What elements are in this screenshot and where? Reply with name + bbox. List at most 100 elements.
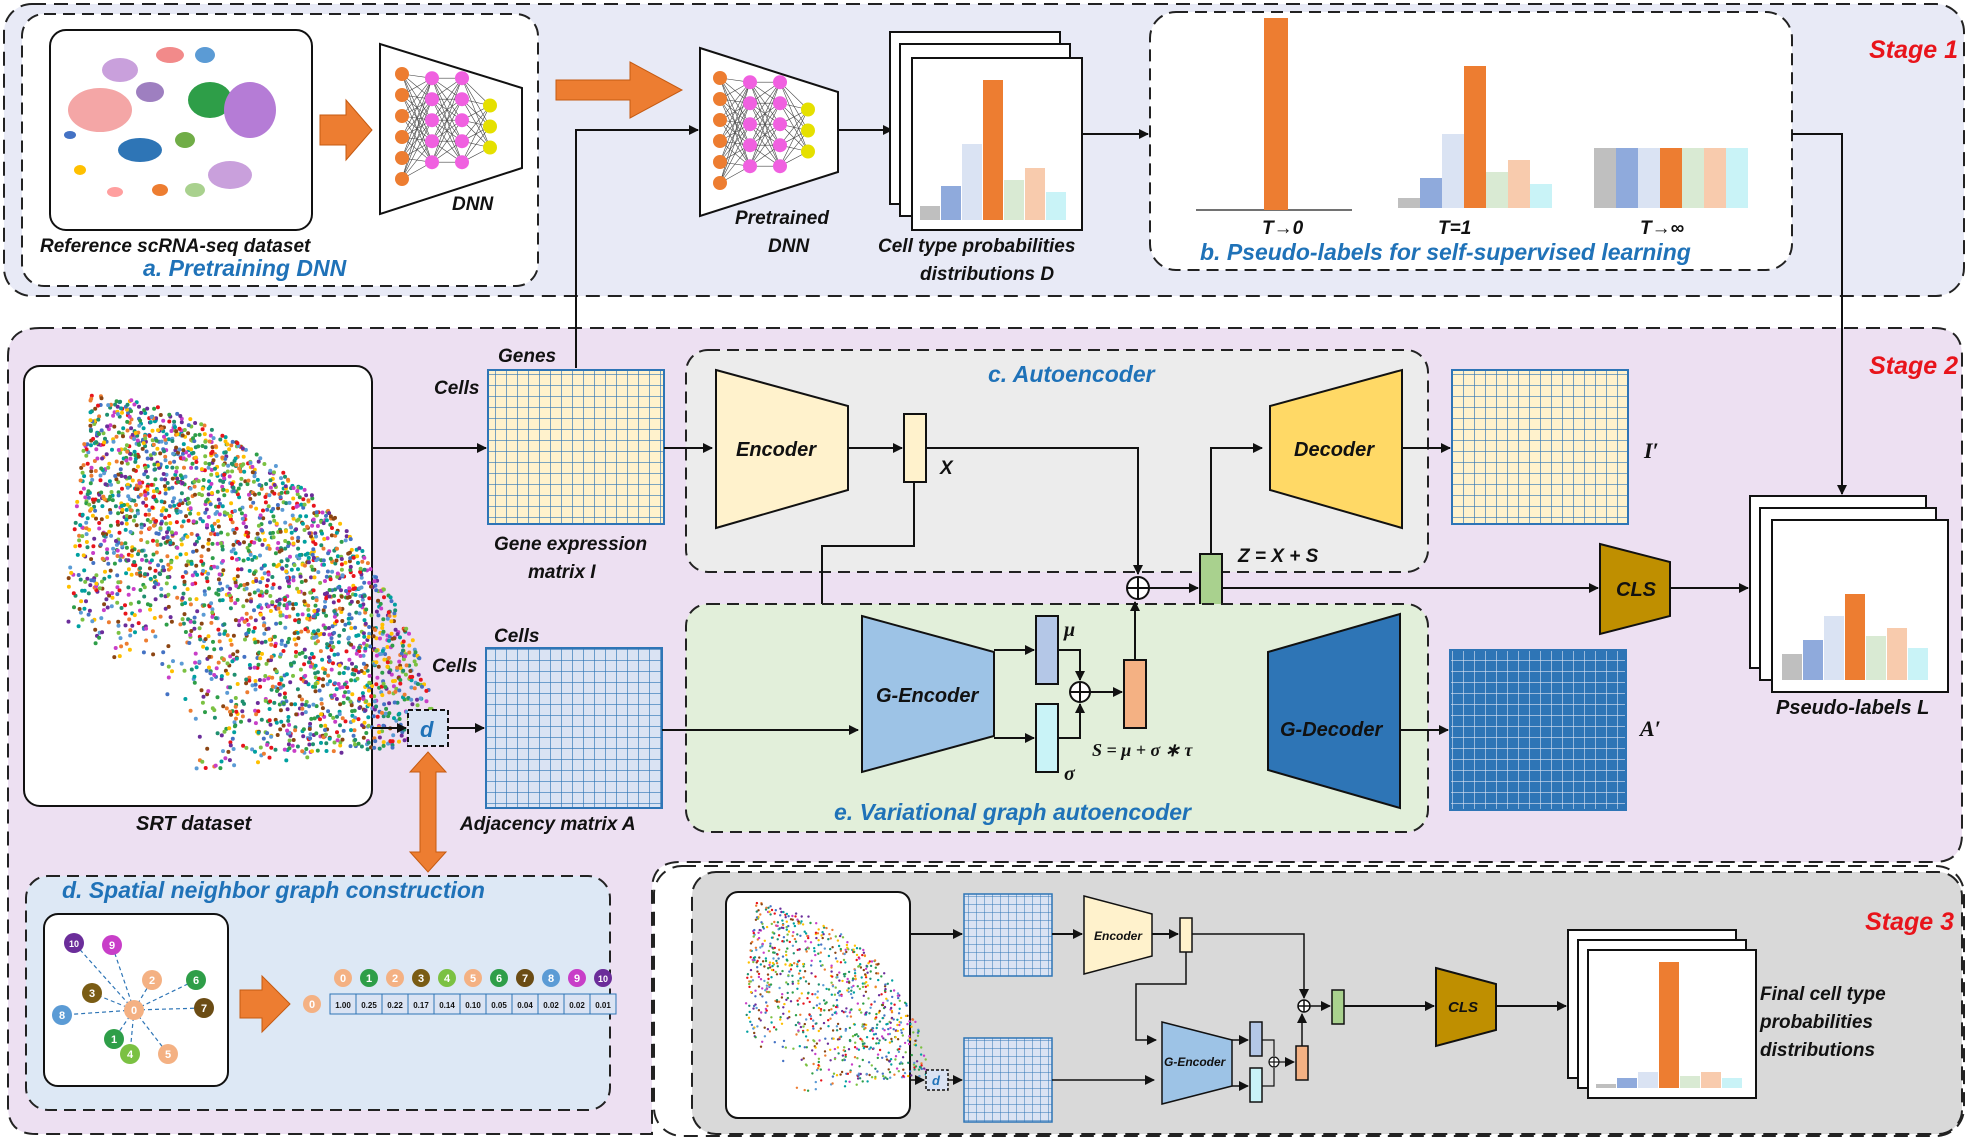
srt-spot xyxy=(82,442,87,447)
srt-spot xyxy=(115,600,120,605)
srt-spot xyxy=(346,635,351,640)
srt-spot xyxy=(206,537,211,542)
srt-spot xyxy=(830,993,833,996)
srt-spot xyxy=(838,934,842,938)
srt-spot xyxy=(252,555,257,559)
srt-spot xyxy=(785,981,788,984)
srt-spot xyxy=(145,487,150,492)
srt-spot xyxy=(133,459,138,464)
srt-spot xyxy=(806,934,809,938)
srt-spot xyxy=(782,1006,785,1009)
srt-spot xyxy=(786,996,790,1000)
srt-spot xyxy=(257,483,262,487)
srt-spot xyxy=(222,476,227,481)
srt-spot xyxy=(271,562,276,567)
srt-spot xyxy=(354,651,359,656)
srt-spot xyxy=(308,664,313,669)
srt-spot xyxy=(796,933,799,936)
srt-spot xyxy=(90,513,95,518)
srt-spot xyxy=(82,474,87,479)
srt-spot xyxy=(903,1071,907,1075)
srt-spot xyxy=(402,738,407,743)
srt-spot xyxy=(835,1029,839,1032)
srt-spot xyxy=(285,490,290,495)
row-header-node xyxy=(516,969,534,987)
stage3-srt-scatter xyxy=(744,901,928,1092)
x-label: X xyxy=(939,458,954,479)
srt-spot xyxy=(852,984,855,988)
graph-edge xyxy=(61,1009,135,1016)
pretrained-label-1: Pretrained xyxy=(735,208,829,229)
srt-spot xyxy=(265,507,270,512)
srt-spot xyxy=(808,1000,811,1004)
srt-spot xyxy=(836,976,839,979)
srt-spot xyxy=(345,685,350,690)
srt-spot xyxy=(119,553,124,558)
srt-spot xyxy=(268,722,273,727)
srt-spot xyxy=(752,935,755,938)
srt-spot xyxy=(205,497,210,502)
srt-spot xyxy=(885,997,888,1000)
srt-spot xyxy=(865,981,868,984)
srt-spot xyxy=(196,444,201,449)
srt-spot xyxy=(164,508,169,513)
srt-spot xyxy=(796,999,799,1002)
srt-spot xyxy=(253,708,258,713)
srt-spot xyxy=(210,491,214,495)
d-label: d xyxy=(420,717,434,742)
dnn-edge xyxy=(461,126,491,163)
srt-spot xyxy=(204,507,209,512)
srt-spot xyxy=(884,983,887,986)
srt-spot xyxy=(143,572,147,577)
srt-spot xyxy=(324,741,329,746)
srt-spot xyxy=(251,500,256,505)
srt-spot xyxy=(174,469,179,474)
srt-spot xyxy=(247,675,252,680)
srt-spot xyxy=(239,511,244,516)
dnn-node xyxy=(483,119,497,134)
srt-spot xyxy=(350,692,355,697)
srt-spot xyxy=(96,403,100,408)
srt-spot xyxy=(254,712,259,717)
srt-spot xyxy=(760,903,763,906)
srt-spot xyxy=(360,549,365,553)
srt-spot xyxy=(136,621,141,626)
srt-spot xyxy=(210,607,215,612)
srt-spot xyxy=(883,972,886,975)
pretrained-dnn-network xyxy=(713,71,815,190)
srt-spot xyxy=(351,645,356,650)
dnn-node xyxy=(773,159,787,174)
srt-spot xyxy=(342,682,347,687)
srt-spot xyxy=(349,547,354,552)
srt-spot xyxy=(119,644,124,649)
srt-spot xyxy=(212,647,217,652)
srt-spot xyxy=(151,489,156,494)
tinf-bar xyxy=(1660,148,1682,208)
srt-spot xyxy=(369,613,374,618)
srt-spot xyxy=(830,964,833,967)
srt-spot xyxy=(196,536,201,541)
srt-spot xyxy=(287,722,292,727)
srt-spot xyxy=(128,530,133,534)
srt-spot xyxy=(356,670,361,675)
srt-spot xyxy=(883,1014,886,1017)
orange-arrow-pretrain xyxy=(555,61,684,119)
srt-spot xyxy=(344,649,349,654)
srt-spot xyxy=(120,486,124,491)
srt-spot xyxy=(88,423,93,428)
srt-spot xyxy=(215,489,220,494)
srt-spot xyxy=(215,541,220,546)
srt-spot xyxy=(256,523,261,528)
srt-spot xyxy=(832,1072,836,1075)
srt-spot xyxy=(816,990,819,993)
srt-spot xyxy=(823,1050,827,1053)
srt-spot xyxy=(263,674,268,678)
dnn-node xyxy=(425,155,439,170)
srt-spot xyxy=(144,638,149,643)
srt-spot xyxy=(887,1068,890,1071)
srt-spot xyxy=(318,649,323,654)
graph-node xyxy=(186,970,206,990)
srt-spot xyxy=(234,716,238,721)
row-header-node xyxy=(334,969,352,987)
